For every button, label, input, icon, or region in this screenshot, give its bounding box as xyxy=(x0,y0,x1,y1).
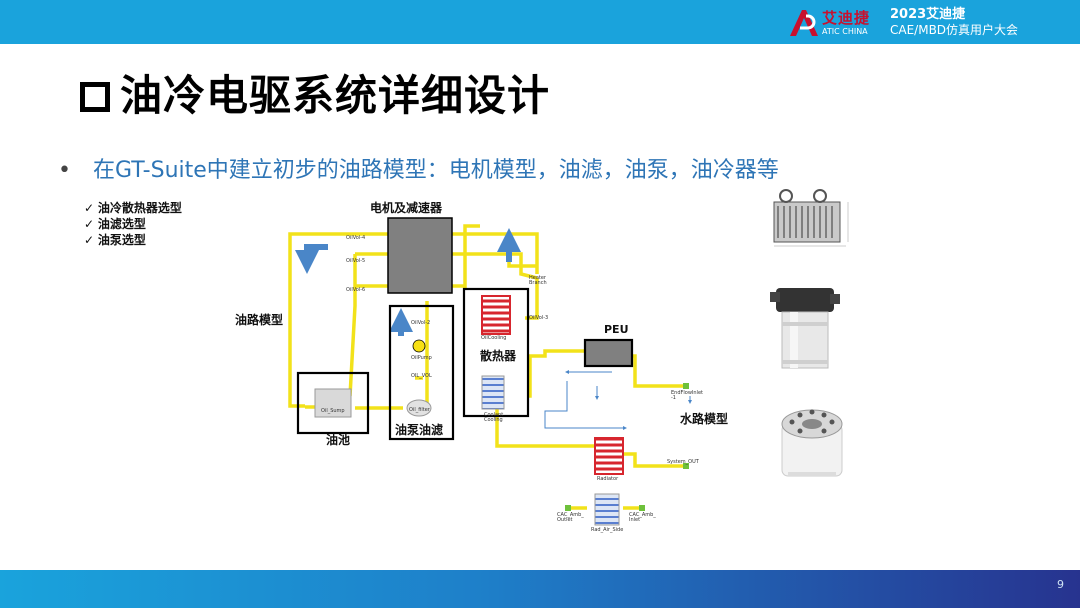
footer-bar xyxy=(0,570,1080,608)
oil-cooler-photo xyxy=(773,189,849,247)
sump-label: 油池 xyxy=(326,433,351,447)
endflow-node xyxy=(683,383,689,389)
system-out-node xyxy=(683,463,689,469)
oil-sump-icon xyxy=(314,388,352,418)
conference-year: 2023艾迪捷 xyxy=(890,7,966,22)
oil-circuit-label: 油路模型 xyxy=(235,313,284,327)
water-circuit-label: 水路模型 xyxy=(680,412,729,426)
node-label: CAC_Amb_ Inlet xyxy=(629,512,656,523)
coolant-cooling-icon xyxy=(481,375,505,410)
rad-air-side-icon xyxy=(594,493,620,526)
radiator-label: 散热器 xyxy=(480,349,517,363)
node-label: EndFlowInlet -1 xyxy=(671,390,703,401)
node-label: OilVol-4 xyxy=(346,235,366,241)
checklist-item: 油冷散热器选型 xyxy=(84,200,182,216)
flow-arrows xyxy=(295,228,521,336)
node-label: Radiator xyxy=(597,476,619,482)
conference-name: CAE/MBD仿真用户大会 xyxy=(890,23,1019,38)
header-bar xyxy=(0,0,1080,44)
selection-checklist: 油冷散热器选型 油滤选型 油泵选型 xyxy=(84,200,182,248)
conference-info: 2023艾迪捷 CAE/MBD仿真用户大会 xyxy=(890,7,1018,38)
sump-box xyxy=(296,371,370,435)
oil-filter-icon xyxy=(406,399,432,417)
node-label: OilVol-2 xyxy=(411,320,431,326)
node-label: Rad_Air_Side xyxy=(591,527,624,533)
pump-filter-box xyxy=(388,304,455,441)
cac-outlet-node xyxy=(565,505,571,511)
node-label: System_OUT xyxy=(667,459,699,465)
oil-filter-photo xyxy=(770,288,840,369)
node-label: OilVol-5 xyxy=(346,258,366,264)
water-flow-arrows xyxy=(544,370,692,430)
motor-reducer-block xyxy=(387,217,453,294)
node-label: OilPump xyxy=(411,355,432,361)
oil-pump-icon xyxy=(412,339,426,353)
node-label: OIL_VOL xyxy=(411,373,432,379)
radiator-icon xyxy=(594,437,624,475)
cac-inlet-node xyxy=(639,505,645,511)
bullet-dot-icon: • xyxy=(58,158,71,183)
oil-cooler-icon xyxy=(481,295,511,335)
node-label: CAC_Amb_ Outlet xyxy=(557,512,584,523)
node-label: Oil_filter xyxy=(409,407,430,413)
node-label: OilCooling xyxy=(481,335,507,341)
title-square-icon xyxy=(80,82,110,112)
peu-label: PEU xyxy=(604,323,629,336)
main-bullet: • 在GT-Suite中建立初步的油路模型：电机模型，油滤，油泵，油冷器等 xyxy=(58,152,779,184)
main-bullet-text: 在GT-Suite中建立初步的油路模型：电机模型，油滤，油泵，油冷器等 xyxy=(92,158,779,183)
peu-block xyxy=(583,338,634,368)
page-title: 油冷电驱系统详细设计 xyxy=(80,62,550,123)
page-number: 9 xyxy=(1057,578,1064,591)
radiator-group-box xyxy=(462,287,530,418)
pump-filter-label: 油泵油滤 xyxy=(395,423,444,437)
circuit-schematic xyxy=(288,217,692,526)
logo-cn-text: 艾迪捷 xyxy=(822,8,871,27)
logo-en-text: ATIC CHINA xyxy=(822,26,868,36)
logo-mark-icon xyxy=(790,10,818,36)
node-label: OilVol-3 xyxy=(529,315,549,321)
node-label: Coolant Cooling xyxy=(484,412,504,423)
page-title-text: 油冷电驱系统详细设计 xyxy=(120,71,551,120)
gt-suite-model-diagram: 电机及减速器 油路模型 散热器 PEU 水路模型 油池 油泵油滤 OilVol-… xyxy=(225,196,785,546)
oil-pump-photo xyxy=(781,409,843,477)
motor-label: 电机及减速器 xyxy=(370,201,443,215)
node-label: Heater Branch xyxy=(529,275,547,286)
company-logo: 艾迪捷 ATIC CHINA xyxy=(788,8,870,38)
checklist-item: 油滤选型 xyxy=(84,216,182,232)
checklist-item: 油泵选型 xyxy=(84,232,182,248)
node-label: OilVol-6 xyxy=(346,287,366,293)
node-label: Oil_Sump xyxy=(321,408,345,414)
